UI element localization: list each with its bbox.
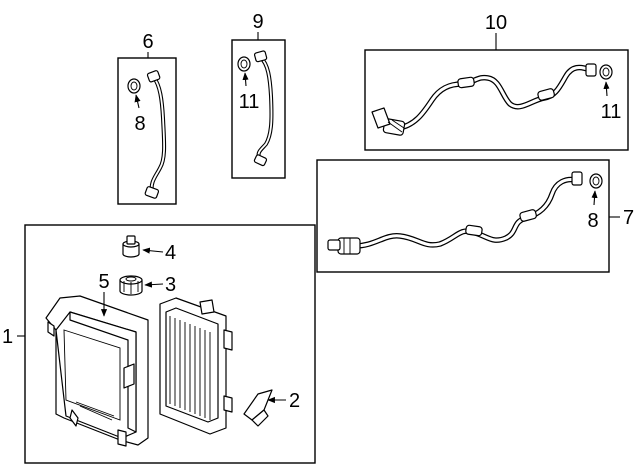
group-7-oil-hose: 7 8 (316, 159, 634, 273)
callout-4-arrow (142, 247, 164, 254)
bracket-part-2 (243, 389, 273, 427)
callout-5: 5 (98, 271, 109, 293)
group-6-oil-pipe: 6 8 (117, 31, 177, 205)
callout-1: 1 (2, 326, 13, 348)
group-9-oil-pipe: 9 11 (231, 11, 286, 179)
callout-11a: 11 (239, 91, 260, 113)
callout-8b: 8 (587, 210, 598, 232)
callout-3: 3 (165, 274, 176, 296)
hose-7 (327, 171, 583, 255)
o-ring-11b-icon (599, 64, 613, 80)
callout-8a: 8 (134, 113, 145, 135)
callout-6: 6 (142, 31, 153, 53)
callout-11b-arrow (603, 81, 610, 97)
callout-4: 4 (165, 242, 176, 264)
group-7-frame (316, 159, 610, 273)
shroud-part-5 (45, 295, 149, 447)
callout-9: 9 (252, 11, 263, 33)
group-6-frame (117, 57, 177, 205)
hose-10 (371, 63, 597, 136)
callout-8b-arrow (591, 190, 598, 206)
callout-10: 10 (485, 12, 507, 34)
pipe-9 (253, 50, 274, 167)
group-10-oil-hose: 10 11 (364, 12, 629, 151)
o-ring-8-icon (127, 78, 141, 94)
o-ring-8b-icon (589, 173, 603, 189)
group-1-oil-cooler: 1 4 3 (2, 224, 316, 464)
o-ring-11a-icon (237, 56, 251, 72)
cooler-core (159, 297, 233, 435)
callout-2: 2 (289, 390, 300, 412)
group-1-frame (24, 224, 316, 464)
callout-11b: 11 (601, 101, 622, 123)
callout-7: 7 (623, 207, 634, 229)
nut-part-3 (119, 275, 143, 296)
pipe-6 (144, 70, 167, 199)
callout-8a-arrow (134, 94, 141, 109)
callout-3-arrow (144, 281, 164, 288)
callout-11a-arrow (242, 72, 249, 87)
cap-part-4 (122, 235, 140, 258)
